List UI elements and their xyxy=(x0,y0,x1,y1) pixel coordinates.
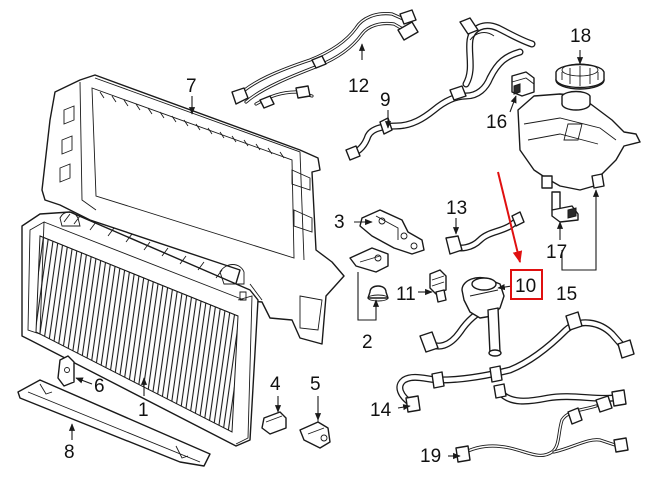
part-13-hose xyxy=(445,211,525,255)
callout-labels: 7 12 9 16 18 3 13 17 10 11 15 2 6 1 8 4 … xyxy=(64,26,591,467)
part-3-upper-bracket xyxy=(359,209,425,255)
part-1-radiator xyxy=(21,211,259,447)
callout-17: 17 xyxy=(546,242,567,263)
callout-14: 14 xyxy=(370,400,392,421)
callout-3: 3 xyxy=(334,212,345,233)
part-10-coolant-outlet-housing xyxy=(419,276,505,357)
callout-5: 5 xyxy=(310,374,321,395)
part-17-level-sensor xyxy=(551,191,579,223)
callout-8: 8 xyxy=(64,442,75,463)
part-5-bracket xyxy=(299,412,331,449)
callout-leaders xyxy=(68,43,600,460)
callout-12: 12 xyxy=(348,76,369,97)
part-4-mount xyxy=(261,411,287,435)
part-11-temperature-sensor xyxy=(429,269,447,303)
callout-9: 9 xyxy=(380,90,391,111)
part-12-wiring-harness xyxy=(231,9,419,109)
highlight-box xyxy=(510,269,543,300)
callout-10: 10 xyxy=(515,276,536,297)
callout-1: 1 xyxy=(138,400,149,421)
part-8-lower-air-deflector xyxy=(17,379,211,467)
callout-6: 6 xyxy=(94,376,105,397)
part-2-lower-bracket xyxy=(349,247,389,302)
callout-13: 13 xyxy=(446,198,467,219)
part-19-hose-with-harness xyxy=(455,395,629,463)
part-18-reservoir-cap xyxy=(555,63,605,90)
callout-15: 15 xyxy=(556,284,577,305)
callout-16: 16 xyxy=(486,112,507,133)
callout-2: 2 xyxy=(362,332,373,353)
part-9-bypass-hose xyxy=(345,17,536,161)
part-16-sensor xyxy=(511,71,535,97)
part-6-bracket xyxy=(57,355,75,387)
part-14-lower-hose xyxy=(396,311,635,413)
part-7-condenser-frame xyxy=(41,74,345,345)
callout-7: 7 xyxy=(186,76,197,97)
callout-4: 4 xyxy=(270,374,281,395)
part-15-expansion-tank xyxy=(517,90,641,191)
callout-19: 19 xyxy=(420,446,441,467)
callout-11: 11 xyxy=(396,284,416,305)
callout-18: 18 xyxy=(570,26,591,47)
part-10-highlight xyxy=(497,171,543,300)
